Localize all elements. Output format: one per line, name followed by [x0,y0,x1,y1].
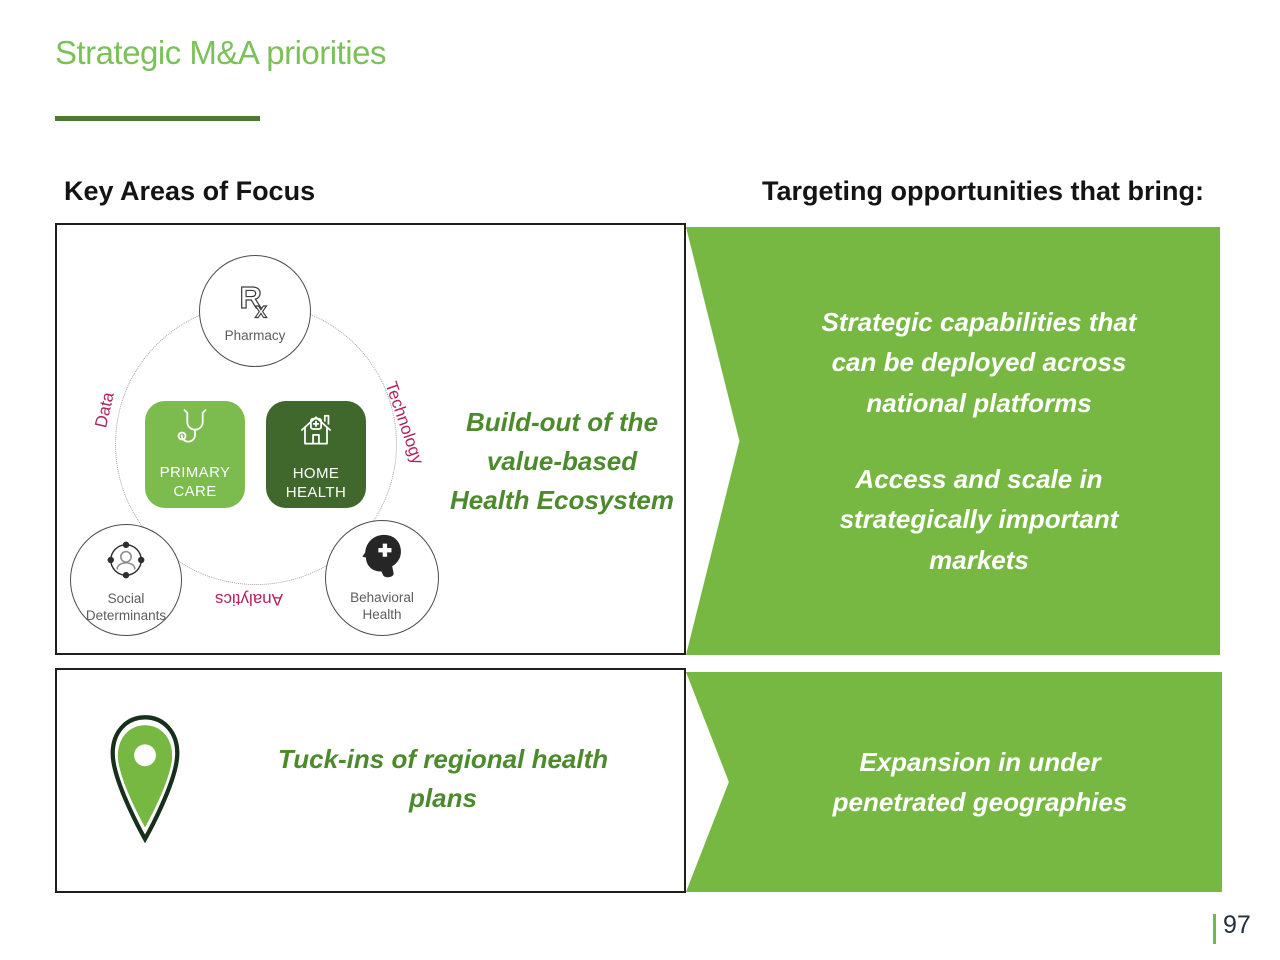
node-social-determinants: Social Determinants [70,524,182,636]
key-areas-ecosystem-box: Data Technology Analytics R x Pharmacy [55,223,686,655]
node-primary-care: PRIMARY CARE [145,401,245,508]
home-health-cross-icon [294,407,338,456]
node-home-health-label: HOME HEALTH [285,464,347,502]
rx-icon: R x [232,277,278,326]
chevron-banner-geographies: Expansion in under penetrated geographie… [686,672,1222,892]
chevron-banner-national: Strategic capabilities that can be deplo… [686,227,1220,655]
node-behavioral-health: Behavioral Health [325,520,439,636]
title-underline [55,116,260,121]
footer-accent-bar [1213,914,1216,944]
column-header-targeting: Targeting opportunities that bring: [762,176,1204,206]
page-title: Strategic M&A priorities [55,34,386,71]
node-pharmacy-label: Pharmacy [224,328,286,344]
map-pin-icon [107,712,183,852]
benefit-expansion-text: Expansion in under penetrated geographie… [832,746,1128,817]
benefit-access-text: Access and scale in strategically import… [839,464,1119,575]
benefit-capabilities-text: Strategic capabilities that can be deplo… [821,307,1137,418]
key-areas-tuck-ins-box: Tuck-ins of regional health plans [55,668,686,893]
person-network-icon [102,536,150,589]
ecosystem-caption: Build-out of the value-based Health Ecos… [450,407,674,515]
stethoscope-icon [174,408,216,455]
node-pharmacy: R x Pharmacy [199,255,311,367]
svg-text:x: x [255,298,267,321]
tuck-ins-caption: Tuck-ins of regional health plans [277,744,609,813]
node-social-determinants-label: Social Determinants [85,590,167,623]
node-home-health: HOME HEALTH [266,401,366,508]
connector-label-analytics: Analytics [214,590,284,609]
svg-text:R: R [240,281,262,315]
node-primary-care-label: PRIMARY CARE [159,463,231,501]
column-header-key-areas: Key Areas of Focus [64,176,316,206]
node-behavioral-health-label: Behavioral Health [350,590,414,622]
page-number: 97 [1223,911,1251,939]
connector-label-data: Data [91,390,118,430]
head-cross-icon [360,532,404,588]
